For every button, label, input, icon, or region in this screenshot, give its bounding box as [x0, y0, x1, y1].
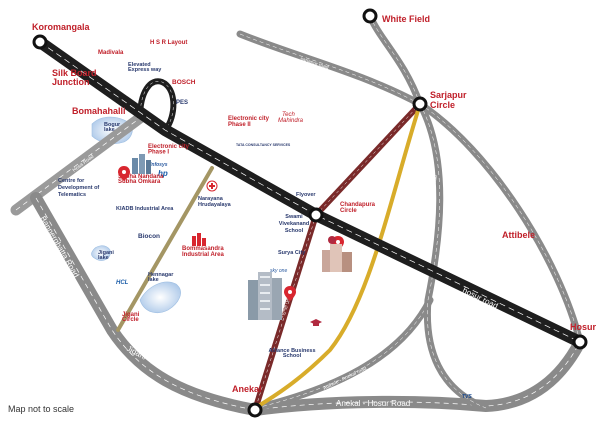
- building-icon: [192, 233, 206, 246]
- label-flyover: Flyover: [296, 192, 316, 198]
- road-label-anekal-hosur: Anekal - Hosur Road: [336, 399, 410, 408]
- label-kiadb: KIADB Industrial Area: [116, 206, 174, 212]
- gold-road[interactable]: [253, 102, 422, 410]
- hosur-junction[interactable]: [572, 334, 588, 350]
- label-sky-one: sky one: [270, 268, 287, 274]
- chandapura-junction[interactable]: [308, 207, 324, 223]
- label-whitefield: White Field: [382, 14, 430, 24]
- building-icon: [132, 154, 151, 174]
- label-hosur: Hosur: [570, 322, 597, 332]
- label-tvs: TVS: [462, 394, 472, 400]
- lakes: [91, 116, 181, 313]
- location-pin-icon[interactable]: [118, 166, 130, 181]
- label-koramangala: Koromangala: [32, 22, 91, 32]
- label-biocon: Biocon: [138, 233, 160, 240]
- label-attibele: Attibele: [502, 230, 535, 240]
- olive-road: [116, 166, 214, 332]
- label-infosys: Infosys: [150, 162, 168, 168]
- road-label-attibele-anekal: Attibele - Anekal road: [322, 365, 368, 391]
- school-icon: [328, 236, 336, 244]
- label-surya-city: Surya City: [278, 250, 306, 256]
- sarjapur-junction[interactable]: [412, 96, 428, 112]
- label-hcl: HCL: [116, 280, 129, 286]
- jigani-lake: [91, 245, 111, 261]
- label-bomahahalli: Bomahahalli: [72, 106, 126, 116]
- label-pes: PES: [176, 100, 188, 106]
- whitefield-junction[interactable]: [362, 8, 378, 24]
- location-pin-icon[interactable]: [284, 286, 296, 301]
- anekal-junction[interactable]: [247, 402, 263, 418]
- scale-note: Map not to scale: [8, 404, 75, 414]
- building-icon: [248, 272, 282, 320]
- label-bosch: BOSCH: [172, 79, 196, 86]
- sarjapur-hosur-road[interactable]: [416, 100, 584, 346]
- label-tata: TATA CONSULTANCY SERVICES: [236, 143, 291, 147]
- attibele-sarjapur-road[interactable]: [416, 100, 490, 412]
- attibele-anekal-road[interactable]: [252, 296, 434, 412]
- junctions: [32, 8, 588, 418]
- label-hp: hp: [158, 169, 168, 178]
- gray-roads: [10, 12, 586, 416]
- hospital-icon: [206, 180, 218, 192]
- label-hsr: H S R Layout: [150, 40, 187, 46]
- building-icon: [322, 244, 352, 272]
- label-madivala: Madivala: [98, 50, 124, 56]
- school-icon: [310, 319, 322, 326]
- koramangala-junction[interactable]: [32, 34, 48, 50]
- hennagar-lake: [139, 281, 181, 313]
- label-anekal: Anekal: [232, 384, 262, 394]
- road-label-bannerghatta: Bannerghatta Road: [38, 215, 80, 280]
- sarjapur-road[interactable]: [236, 30, 424, 108]
